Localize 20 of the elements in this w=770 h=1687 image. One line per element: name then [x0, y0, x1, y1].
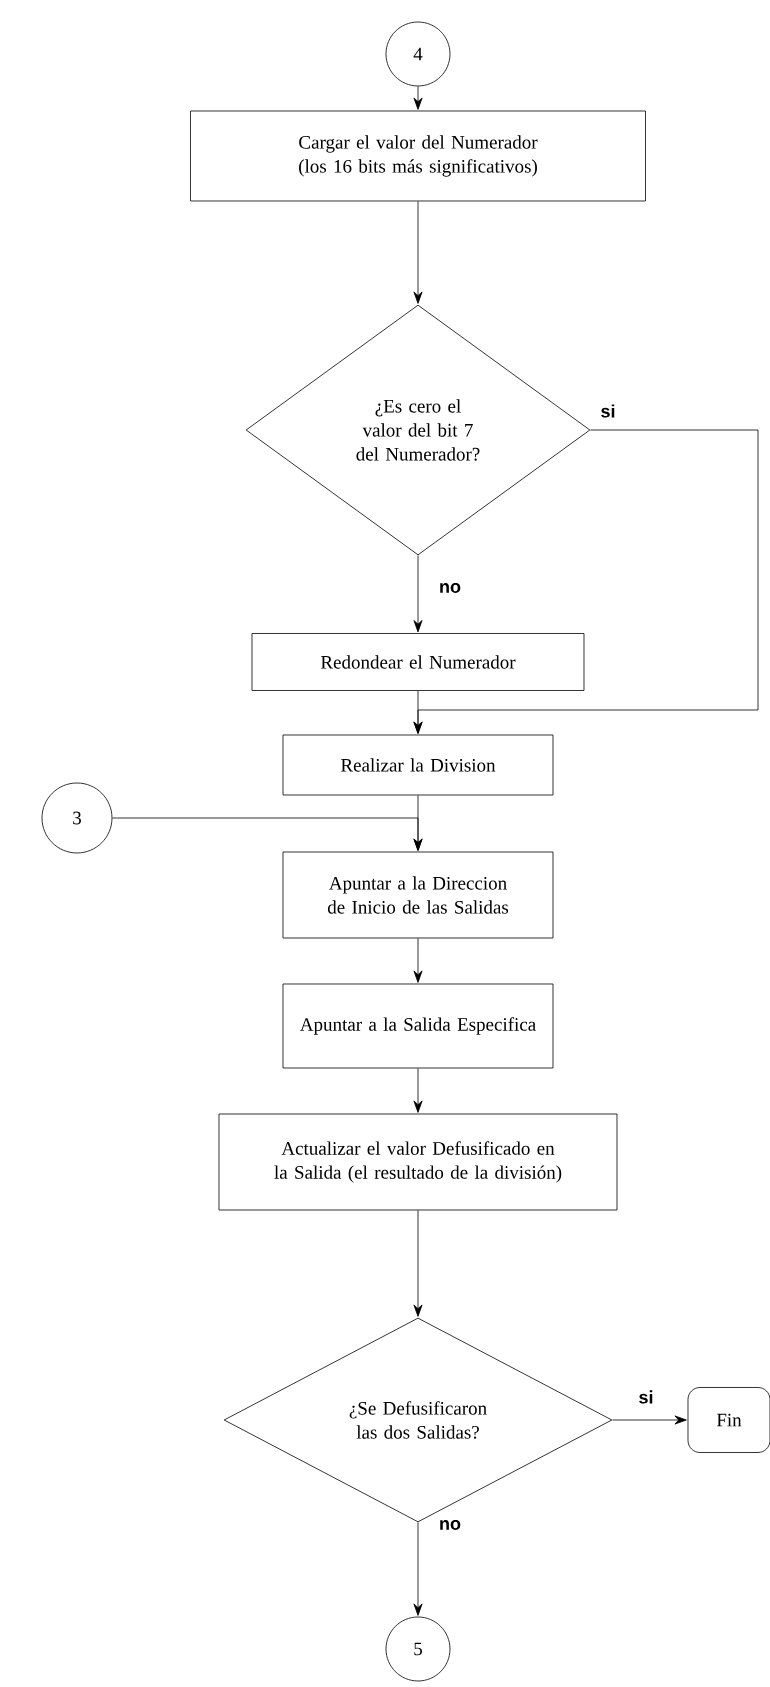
edge-label: si [599, 403, 617, 419]
arrow [413, 86, 423, 110]
arrow [413, 1068, 423, 1113]
process-box: Realizar la Division [282, 734, 554, 796]
arrow [413, 1522, 423, 1616]
arrow [413, 938, 423, 983]
arrow [413, 201, 423, 304]
edge-label: no [438, 582, 462, 594]
arrow [413, 690, 423, 734]
arrow [413, 1210, 423, 1317]
terminal-box: Fin [687, 1387, 770, 1453]
arrow [413, 795, 423, 851]
process-box: Cargar el valor del Numerador (los 16 bits más significativos) [190, 110, 646, 202]
arrow [413, 555, 423, 633]
edge-label: si [637, 1389, 655, 1405]
process-box: Apuntar a la Direccion de Inicio de las Salidas [282, 851, 554, 939]
process-box: Apuntar a la Salida Especifica [282, 983, 554, 1069]
arrow [612, 1415, 687, 1425]
process-box: Redondear el Numerador [251, 633, 585, 691]
process-box: Actualizar el valor Defusificado en la Salida (el resultado de la división) [218, 1113, 618, 1211]
